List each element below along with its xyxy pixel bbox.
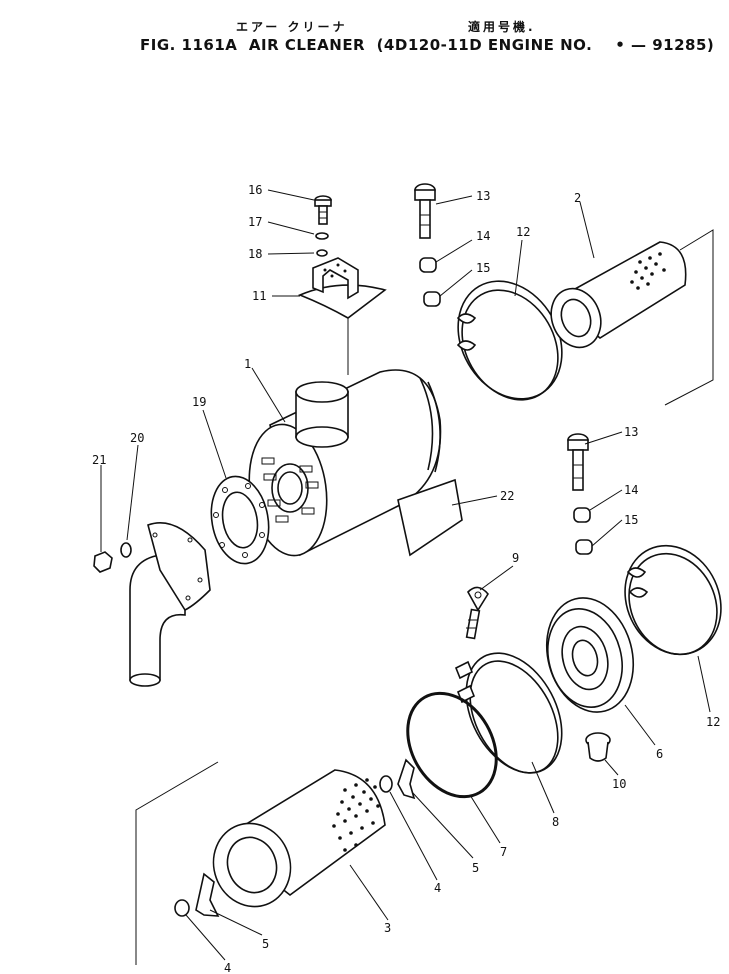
part-wing-nut-5-upper [397, 758, 416, 800]
part-elbow-pipe [129, 521, 211, 687]
part-plate-22 [397, 478, 463, 557]
part-bolt-13-upper [414, 183, 436, 239]
part-nut-15-lower [575, 539, 593, 555]
part-bolt-13-lower [567, 433, 589, 491]
callout-13-upper: 13 [476, 189, 490, 203]
figure-title: FIG. 1161A AIR CLEANER (4D120-11D ENGINE… [140, 36, 714, 54]
callout-15-lower: 15 [624, 513, 638, 527]
part-clamp-band-12-upper [456, 280, 563, 401]
figure-number: FIG. 1161A [140, 36, 238, 54]
part-element-2 [550, 229, 714, 406]
part-cleaner-body-1 [248, 369, 442, 557]
callout-21: 21 [92, 453, 106, 467]
part-washer-4-lower [174, 899, 190, 917]
serial-range: • — 91285) [615, 36, 715, 54]
callout-14-upper: 14 [476, 229, 490, 243]
part-element-3 [135, 761, 386, 965]
callout-1: 1 [244, 357, 251, 371]
callout-16: 16 [248, 183, 262, 197]
callout-11: 11 [252, 289, 266, 303]
callout-22: 22 [500, 489, 514, 503]
callout-12-lower: 12 [706, 715, 720, 729]
part-bolt-16 [314, 195, 332, 225]
part-nut-15-upper [423, 291, 441, 307]
callout-labels: 16 17 18 11 1 13 14 15 12 2 19 20 21 22 … [92, 183, 720, 974]
callout-7: 7 [500, 845, 507, 859]
part-nut-14-upper [419, 257, 437, 273]
callout-8: 8 [552, 815, 559, 829]
callout-12-upper: 12 [516, 225, 530, 239]
part-oring-7 [406, 691, 498, 799]
part-washer-20 [120, 542, 132, 558]
callout-14-lower: 14 [624, 483, 638, 497]
callout-19: 19 [192, 395, 206, 409]
part-nut-14-lower [573, 507, 591, 523]
callout-9: 9 [512, 551, 519, 565]
part-valve-10 [585, 732, 611, 762]
part-wing-bolt-9 [465, 586, 489, 640]
part-nut-21 [93, 551, 113, 573]
callout-15-upper: 15 [476, 261, 490, 275]
part-bracket-11 [297, 257, 387, 375]
part-clamp-band-12-lower [624, 544, 722, 656]
callout-18: 18 [248, 247, 262, 261]
callout-2: 2 [574, 191, 581, 205]
callout-10: 10 [612, 777, 626, 791]
part-cover-6 [545, 597, 635, 713]
part-wing-nut-5-lower [195, 872, 220, 917]
callout-13-lower: 13 [624, 425, 638, 439]
title-japanese-left: エアー クリーナ [236, 20, 348, 34]
callout-5-upper: 5 [472, 861, 479, 875]
callout-5-lower: 5 [262, 937, 269, 951]
title-japanese-right: 適用号機. [468, 20, 536, 34]
leader-lines [100, 189, 711, 961]
part-washer-18 [316, 249, 328, 257]
callout-6: 6 [656, 747, 663, 761]
part-washer-4-upper [379, 775, 393, 793]
callout-17: 17 [248, 215, 262, 229]
engine-label: (4D120-11D ENGINE NO. [376, 36, 593, 54]
callout-3: 3 [384, 921, 391, 935]
callout-20: 20 [130, 431, 144, 445]
part-gasket-19 [210, 475, 270, 565]
callout-4-upper: 4 [434, 881, 441, 895]
callout-4-lower: 4 [224, 961, 231, 974]
figure-name: AIR CLEANER [248, 36, 366, 54]
part-clamp-8 [454, 652, 563, 774]
part-washer-17 [315, 232, 329, 240]
